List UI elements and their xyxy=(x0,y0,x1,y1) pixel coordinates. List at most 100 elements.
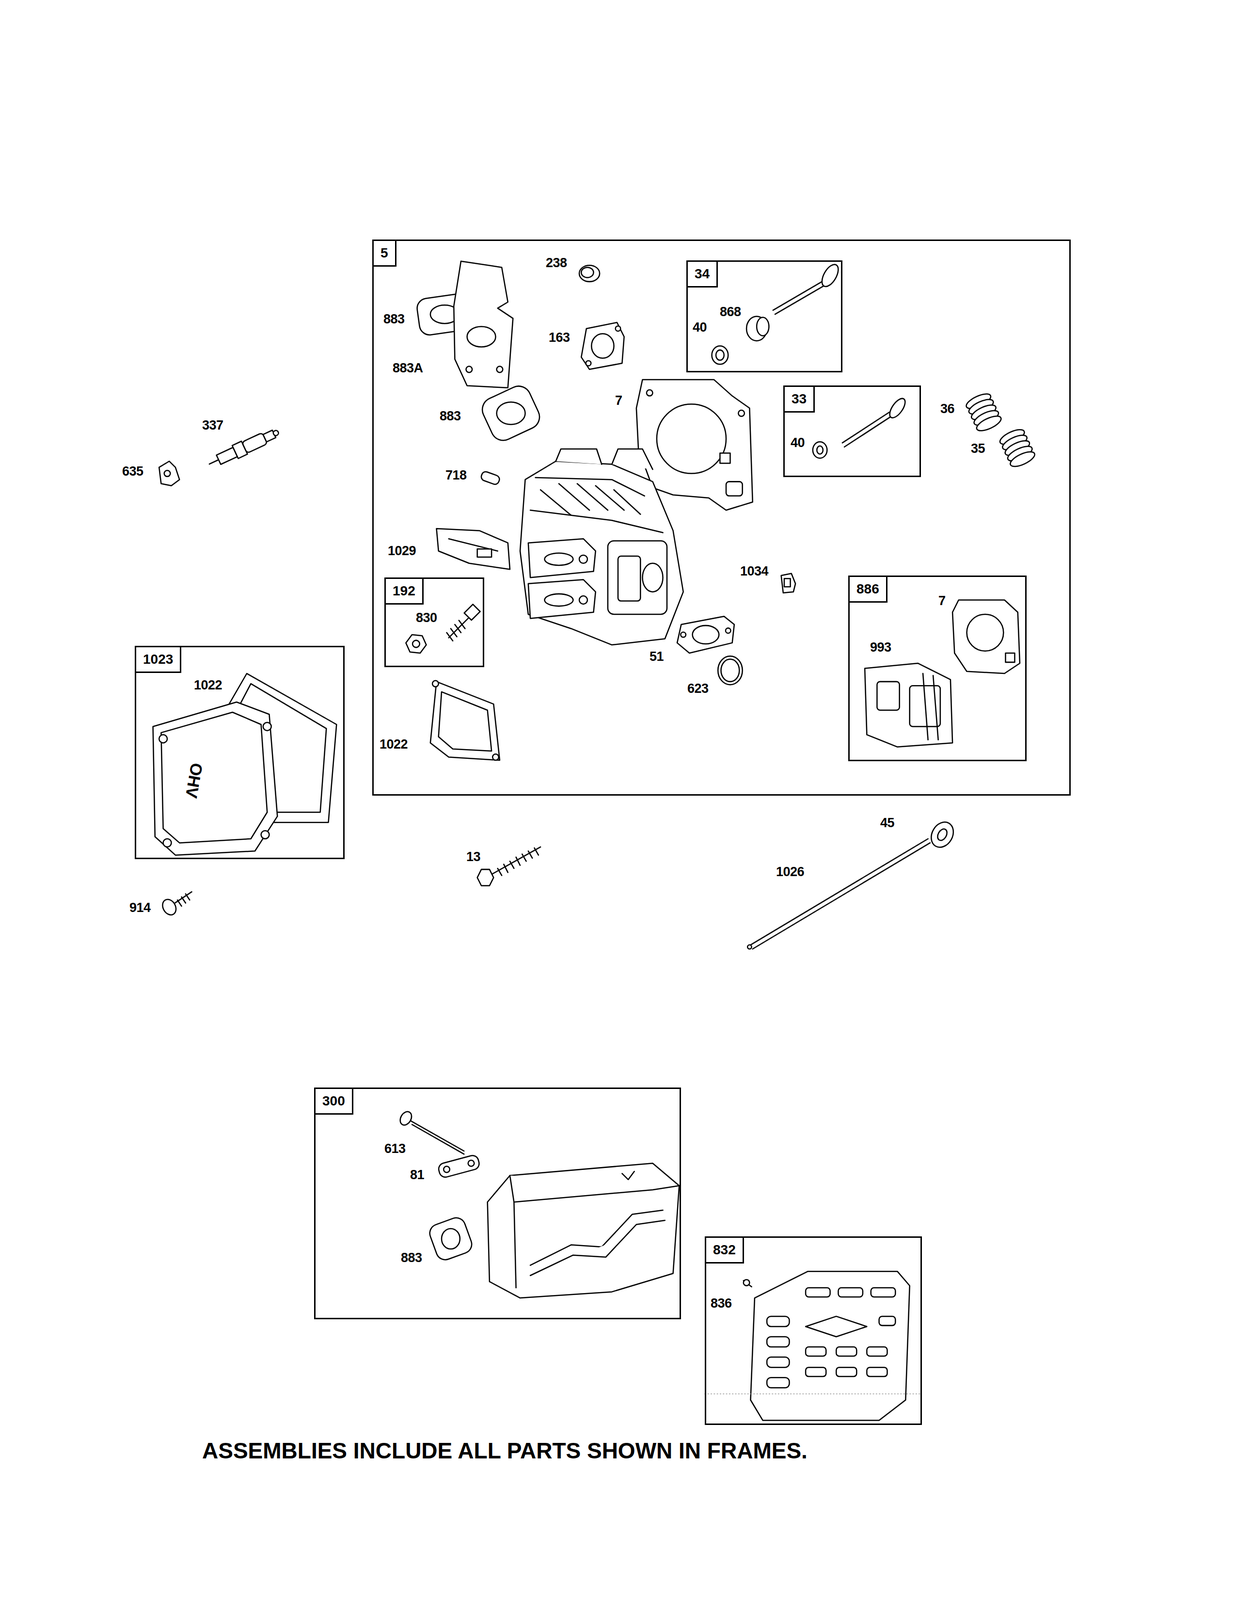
heat-shield-part xyxy=(836,1346,857,1356)
frame-number: 34 xyxy=(687,261,718,288)
lock-plate-part xyxy=(443,1166,450,1173)
gasket-part xyxy=(427,1214,475,1262)
gasket-part xyxy=(478,381,544,444)
valve-part xyxy=(818,261,842,289)
bolt-part xyxy=(159,891,192,917)
plate-part xyxy=(876,681,900,711)
callout-number: 35 xyxy=(970,441,985,457)
callout-number: 623 xyxy=(687,681,709,697)
valve-part xyxy=(773,281,823,311)
gasket-part xyxy=(441,1228,460,1249)
plate-part xyxy=(453,261,513,388)
callout-number: 45 xyxy=(880,815,895,831)
keeper-part xyxy=(715,349,725,361)
dipstick-part xyxy=(747,817,958,949)
callout-number: 914 xyxy=(129,900,151,916)
cylinder-head-part xyxy=(611,448,653,470)
muffler-part xyxy=(509,1174,680,1202)
spring-part xyxy=(1008,448,1037,470)
valve-part xyxy=(887,396,909,421)
cylinder-head-part xyxy=(544,593,574,606)
gasket-part xyxy=(430,680,500,761)
callout-number: 7 xyxy=(615,393,623,409)
head-gasket-part xyxy=(646,389,653,397)
callout-number: 36 xyxy=(940,401,955,417)
callout-number: 1022 xyxy=(193,677,222,693)
plug-part xyxy=(581,267,594,278)
heat-shield-part xyxy=(838,1287,863,1297)
cylinder-head-part xyxy=(555,448,603,465)
gasket-part xyxy=(430,681,500,761)
bolt-part xyxy=(159,896,179,918)
head-gasket-part xyxy=(656,403,727,474)
bolt-part xyxy=(489,846,541,876)
seal-part xyxy=(746,316,769,341)
spring-part xyxy=(964,390,1004,434)
guide-plate-part xyxy=(477,548,492,557)
muffler-part xyxy=(487,1162,680,1298)
plate-part xyxy=(467,326,496,347)
ring-part xyxy=(717,655,743,685)
rocker-nut-part xyxy=(412,640,420,648)
cylinder-head-part xyxy=(530,509,664,533)
callout-number: 830 xyxy=(415,610,438,626)
pin-part xyxy=(480,470,501,486)
heat-shield-part xyxy=(879,1315,896,1326)
frame-number: 1023 xyxy=(136,647,182,673)
callout-number: 993 xyxy=(870,639,892,655)
heat-shield-part xyxy=(766,1315,790,1327)
assembly-frame: 53433192886 xyxy=(372,239,1071,796)
assembly-frame: 34 xyxy=(686,260,843,373)
valve-cover-part xyxy=(160,712,268,843)
assembly-frame: 832 xyxy=(704,1236,922,1425)
gasket-part xyxy=(591,333,614,359)
callout-number: 40 xyxy=(790,435,805,451)
callout-number: 635 xyxy=(122,463,144,479)
frame-number: 886 xyxy=(849,576,888,603)
heat-shield-part xyxy=(805,1366,826,1377)
assembly-frame: 33 xyxy=(783,385,921,477)
valve-cover-part xyxy=(153,701,278,856)
callout-number: 81 xyxy=(410,1167,425,1183)
cylinder-head-part xyxy=(520,448,684,645)
gasket-part xyxy=(725,627,731,634)
dipstick-part xyxy=(752,842,931,949)
screw-part xyxy=(743,1279,752,1287)
callout-number: 40 xyxy=(692,319,707,335)
callout-number: 13 xyxy=(466,849,481,865)
callout-number: 718 xyxy=(445,467,467,483)
keeper-part xyxy=(712,345,729,365)
terminal-part xyxy=(164,470,171,477)
caption: ASSEMBLIES INCLUDE ALL PARTS SHOWN IN FR… xyxy=(202,1437,808,1464)
valve-part xyxy=(842,396,909,447)
terminal-part xyxy=(158,460,180,486)
head-gasket-part xyxy=(738,410,745,417)
valve-cover-part xyxy=(261,830,270,839)
bolt-part xyxy=(477,869,494,886)
keeper-part xyxy=(816,445,824,455)
gasket-part xyxy=(615,325,621,332)
gasket-part xyxy=(432,680,439,687)
lock-plate-part xyxy=(437,1153,481,1178)
heat-shield-part xyxy=(805,1315,867,1337)
keeper-part xyxy=(712,345,729,365)
callout-number: 883 xyxy=(439,408,461,424)
frame-number: 300 xyxy=(315,1088,354,1115)
pin-part xyxy=(480,470,501,486)
bolt-part xyxy=(177,893,190,906)
plate-part xyxy=(496,366,504,373)
gasket-part xyxy=(586,360,592,366)
bolt-part xyxy=(497,847,539,876)
callout-number: 613 xyxy=(384,1140,406,1157)
valve-part xyxy=(842,412,890,443)
dipstick-part xyxy=(926,817,958,851)
cylinder-head-part xyxy=(535,477,645,496)
heat-shield-part xyxy=(866,1366,888,1377)
frame-number: 832 xyxy=(706,1237,745,1264)
plug-part xyxy=(579,265,600,282)
cylinder-head-part xyxy=(618,555,641,602)
spark-plug-part xyxy=(209,459,219,464)
gasket-part xyxy=(492,753,499,761)
lock-plate-part xyxy=(468,1159,475,1167)
cylinder-head-part xyxy=(544,553,574,566)
